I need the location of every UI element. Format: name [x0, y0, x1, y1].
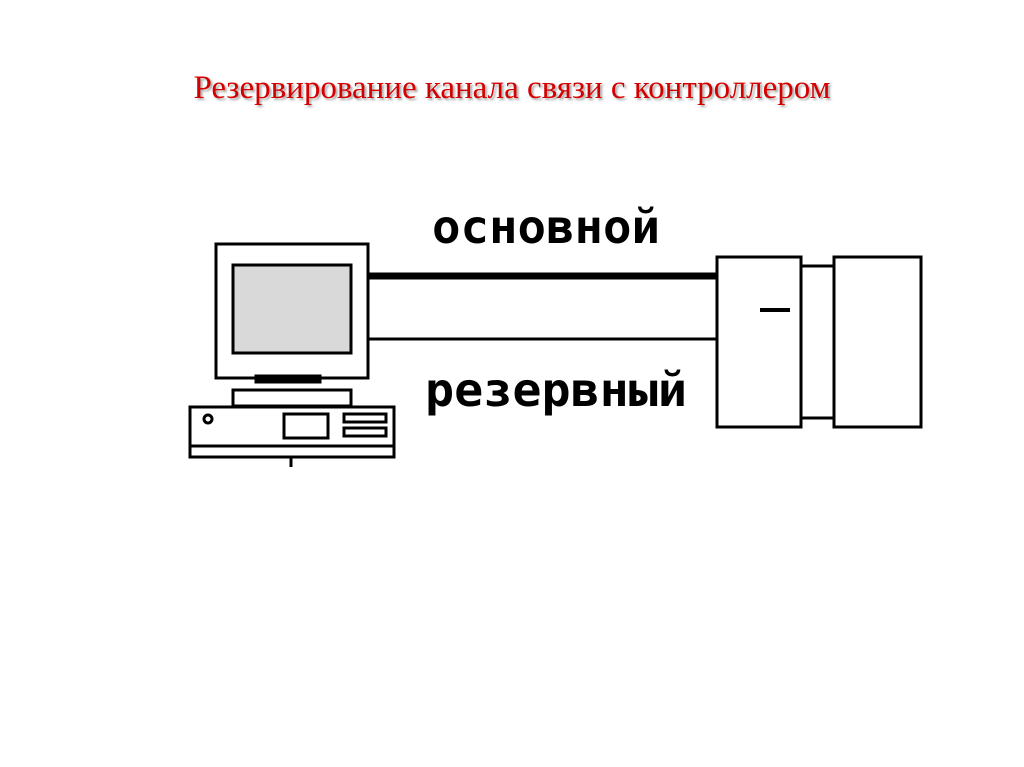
- controller-icon: [715, 255, 923, 429]
- controller-connector: [799, 264, 836, 420]
- backup-channel-label: резервный: [425, 363, 687, 417]
- controller-module-left: [715, 255, 803, 429]
- monitor-screen: [231, 263, 353, 355]
- power-button: [202, 413, 214, 425]
- main-channel-label: основной: [432, 200, 660, 254]
- floppy-slot-2: [342, 426, 388, 438]
- floppy-slot-1: [342, 412, 388, 424]
- monitor-stand: [231, 388, 353, 408]
- controller-module-right: [832, 255, 923, 429]
- slide-title: Резервирование канала связи с контроллер…: [193, 70, 831, 106]
- computer-icon: [188, 242, 396, 467]
- controller-indicator: [760, 308, 790, 312]
- drive-bay: [282, 412, 330, 440]
- monitor-neck: [254, 374, 322, 384]
